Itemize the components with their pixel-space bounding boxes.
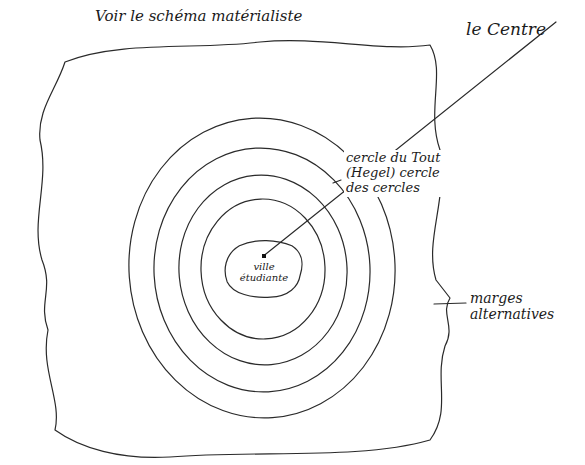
centre-label: le Centre: [466, 20, 576, 40]
ring: [199, 197, 328, 341]
ring: [171, 168, 355, 372]
ring-label: cercle du Tout (Hegel) cercle des cercle…: [344, 150, 460, 197]
centre-dot: [262, 254, 266, 258]
leader-line: [264, 22, 556, 256]
city-blob: ville étudiante: [223, 237, 305, 299]
margin-label: marges alternatives: [470, 290, 570, 322]
heading-note: Voir le schéma matérialiste: [95, 8, 302, 25]
leader-line: [434, 303, 466, 304]
outer-region-outline: [38, 41, 450, 458]
leader-line: [333, 180, 341, 183]
city-label: ville étudiante: [235, 261, 293, 283]
ring: [148, 143, 376, 398]
